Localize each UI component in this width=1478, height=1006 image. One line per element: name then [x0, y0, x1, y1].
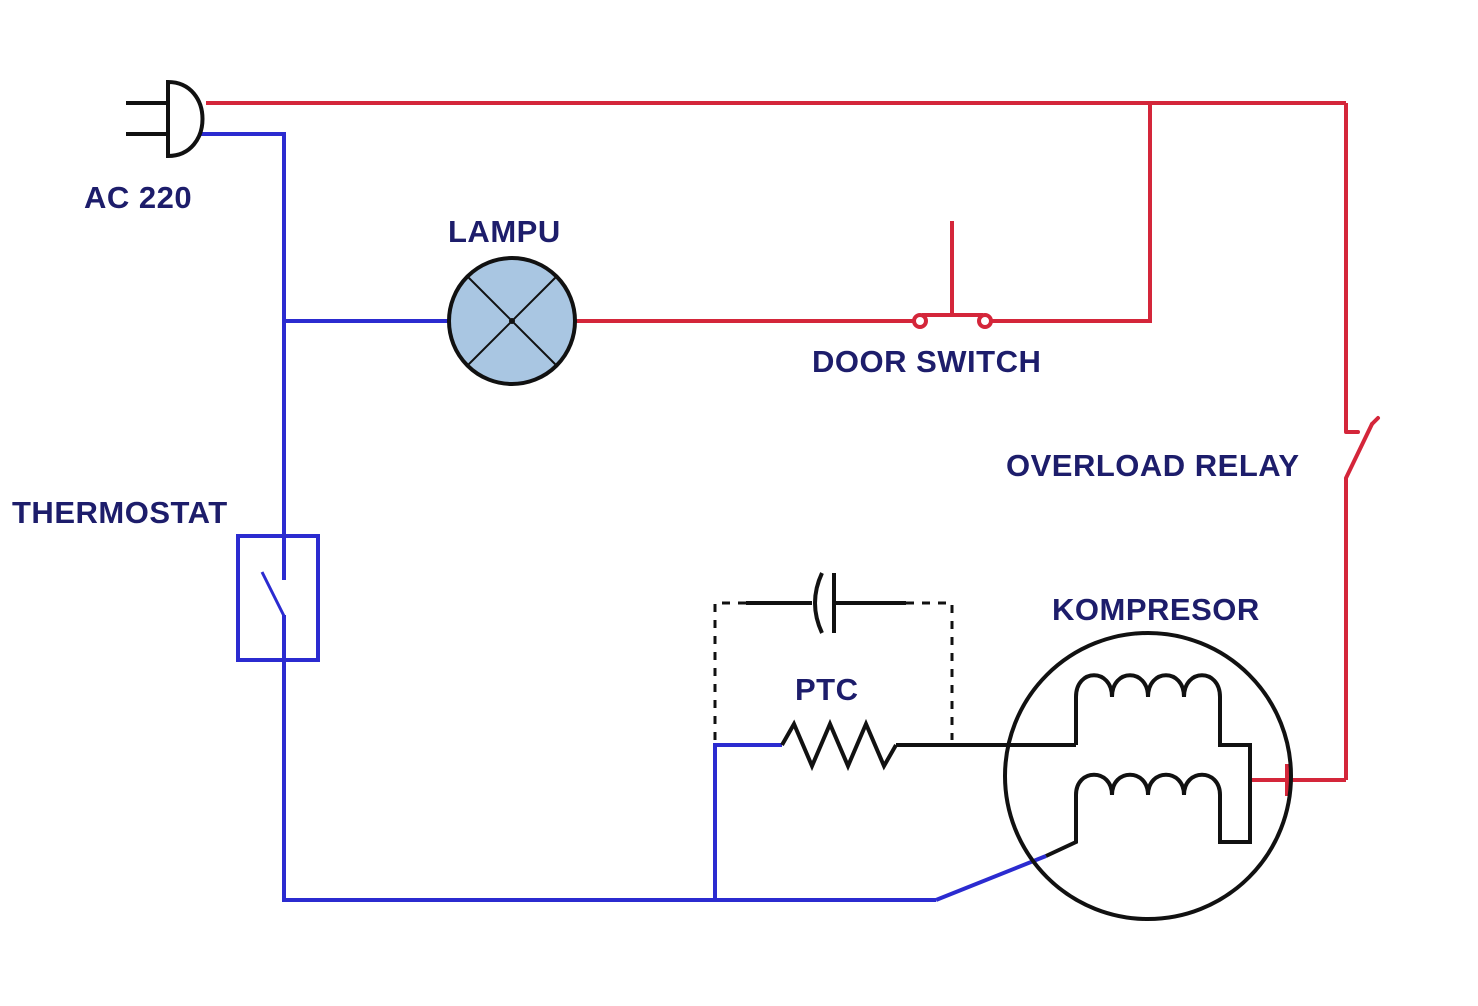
door-switch-symbol: [912, 221, 993, 329]
thermostat-label: THERMOSTAT: [12, 495, 228, 530]
neutral-wire-plug: [200, 132, 286, 580]
door-switch-label: DOOR SWITCH: [812, 344, 1041, 379]
live-wires: [206, 101, 1348, 796]
motor-windings-icon: [1003, 631, 1293, 921]
neutral-wire-ptc: [713, 743, 782, 900]
neutral-wires: [200, 132, 1047, 902]
live-wire-door-branch: [986, 103, 1152, 323]
neutral-wire-compressor: [935, 854, 1047, 902]
thermostat-symbol: [236, 534, 320, 662]
resistor-icon: [780, 718, 1076, 772]
door-switch-contact-right: [977, 313, 993, 329]
door-switch-contact-left: [912, 313, 928, 329]
thermostat-box: [236, 534, 320, 662]
compressor-housing: [1003, 631, 1293, 921]
lamp-label: LAMPU: [448, 214, 561, 249]
overload-relay-label: OVERLOAD RELAY: [1006, 448, 1300, 483]
labels: AC 220 LAMPU DOOR SWITCH OVERLOAD RELAY …: [12, 180, 1300, 707]
lamp-cross-icon: [447, 256, 577, 386]
ac-source-label: AC 220: [84, 180, 192, 215]
overload-relay-switch: [1344, 416, 1380, 480]
power-plug-icon: [126, 79, 205, 159]
compressor-label: KOMPRESOR: [1052, 592, 1260, 627]
neutral-wire-bottom: [282, 615, 936, 902]
capacitor-icon: [746, 572, 906, 634]
thermostat-contact: [260, 571, 286, 617]
ptc-label: PTC: [795, 672, 859, 707]
